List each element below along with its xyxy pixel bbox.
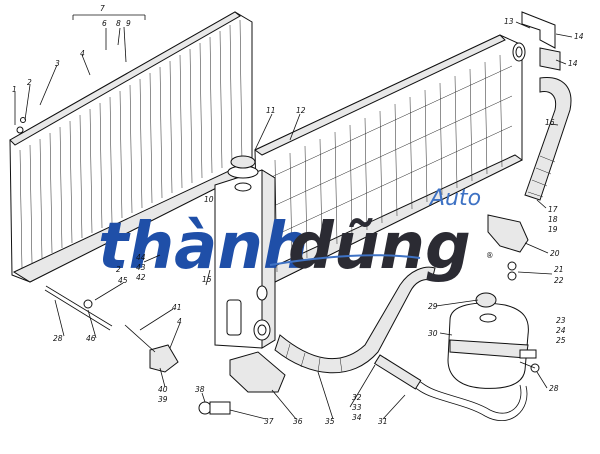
overflow-hose: [374, 354, 528, 421]
label-5: 7: [100, 4, 105, 13]
label-36: 37: [264, 417, 274, 426]
drain-plug-39: [124, 324, 179, 373]
label-42: 43: [136, 263, 146, 272]
expansion-tank: [447, 292, 537, 389]
label-39: 40: [158, 385, 168, 394]
label-30: 31: [378, 417, 388, 426]
callout-labels: 7 6 8 9 4 3 2 1 11 12 13 14 14 16 17 18 …: [12, 4, 584, 426]
label-41: 42: [136, 273, 146, 282]
bracket-35: [229, 351, 286, 393]
label-21: 22: [554, 276, 564, 285]
watermark-thanh: thành: [98, 210, 308, 284]
valve-37: [198, 401, 231, 415]
label-4a: 4: [80, 49, 85, 58]
label-35: 36: [293, 417, 303, 426]
label-15: 16: [545, 118, 555, 127]
bolt-25: [519, 361, 540, 373]
label-34: 35: [325, 417, 335, 426]
label-1: 1: [12, 85, 17, 94]
label-24: 25: [556, 336, 566, 345]
left-tank: [214, 155, 276, 349]
label-23: 24: [556, 326, 566, 335]
label-37: 38: [195, 385, 205, 394]
main-radiator: [254, 34, 526, 283]
label-46: 28: [53, 334, 63, 343]
label-7: 8: [116, 19, 121, 28]
mount-19: [487, 214, 529, 253]
label-9: 10: [204, 195, 214, 204]
label-10: 11: [266, 106, 276, 115]
label-2: 2: [27, 78, 32, 87]
label-38: 39: [158, 395, 168, 404]
label-43: 44: [136, 253, 146, 262]
label-31: 32: [352, 393, 362, 402]
lower-hose: [274, 266, 436, 374]
rod-45: [44, 285, 113, 331]
label-16: 17: [548, 205, 558, 214]
bracket-12: [521, 11, 556, 49]
label-12: 13: [504, 17, 514, 26]
label-3: 3: [55, 59, 60, 68]
label-19: 20: [550, 249, 560, 258]
label-20: 21: [554, 265, 564, 274]
label-44: 2: [116, 265, 121, 274]
label-17: 18: [548, 215, 558, 224]
label-18: 19: [548, 225, 558, 234]
registered-mark: ®: [486, 251, 494, 260]
leader-lines: [14, 14, 573, 420]
grommet-14: [539, 47, 561, 71]
label-28a: 29: [428, 302, 438, 311]
watermark-dung: dũng: [288, 210, 471, 284]
label-14b: 15: [202, 275, 212, 284]
label-14a: 14: [568, 59, 578, 68]
label-29: 30: [428, 329, 438, 338]
label-13: 14: [574, 32, 584, 41]
label-25: 28: [549, 384, 559, 393]
label-32: 33: [352, 403, 362, 412]
label-40: 4: [177, 317, 182, 326]
label-33: 34: [352, 413, 362, 422]
label-8: 9: [126, 19, 131, 28]
label-6: 6: [102, 19, 107, 28]
watermark-auto: Auto: [428, 186, 481, 211]
label-4b: 41: [172, 303, 182, 312]
upper-hose: [524, 76, 572, 201]
watermark: thành dũng Auto ®: [98, 186, 494, 284]
label-45: 46: [86, 334, 96, 343]
label-11: 12: [296, 106, 306, 115]
left-radiator: [9, 11, 253, 283]
nut-20: [507, 261, 517, 281]
label-22: 23: [556, 316, 566, 325]
label-2b: 45: [118, 276, 128, 285]
